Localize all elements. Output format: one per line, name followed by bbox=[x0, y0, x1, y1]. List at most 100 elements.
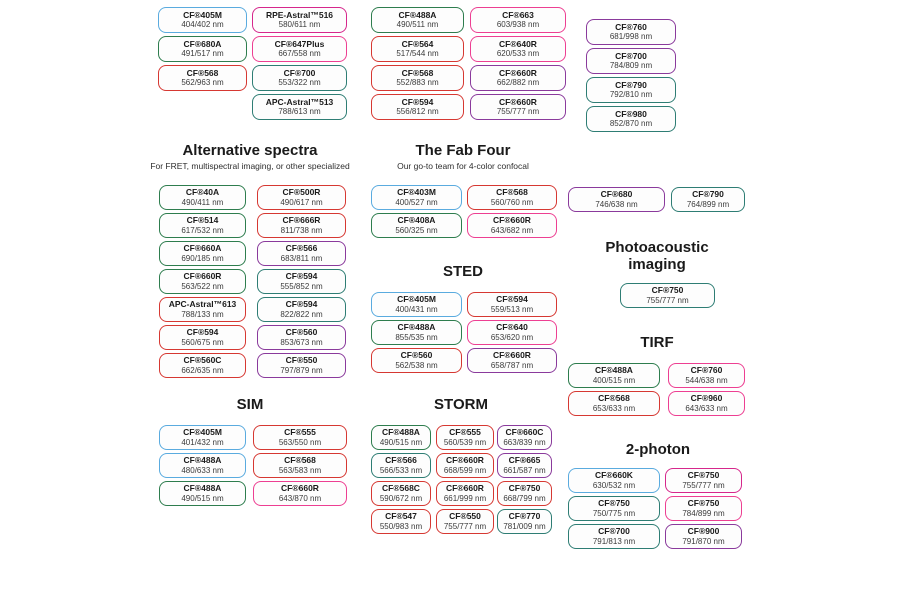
dye-range: 667/558 nm bbox=[278, 49, 321, 59]
dye-name: CF®560 bbox=[400, 350, 433, 361]
dye-range: 400/431 nm bbox=[395, 304, 438, 314]
dye-name: CF®594 bbox=[496, 294, 528, 305]
dye-range: 668/599 nm bbox=[443, 465, 487, 475]
dye-name: CF®660R bbox=[183, 271, 222, 282]
dye-name: CF®700 bbox=[598, 526, 630, 537]
dye-range: 580/611 nm bbox=[278, 20, 321, 30]
dye-name: CF®555 bbox=[284, 427, 316, 438]
dye-name: CF®514 bbox=[186, 215, 219, 226]
dye-name: CF®750 bbox=[598, 498, 630, 509]
dye-range: 617/532 nm bbox=[181, 225, 224, 235]
dye-range: 855/535 nm bbox=[395, 332, 438, 342]
dye-range: 590/672 nm bbox=[379, 493, 423, 503]
dye-name: CF®666R bbox=[282, 215, 321, 226]
dye-name: CF®680A bbox=[183, 38, 222, 49]
dye-name: CF®594 bbox=[285, 271, 318, 282]
dye-range: 750/775 nm bbox=[592, 508, 636, 518]
dye-name: CF®488A bbox=[398, 9, 437, 20]
dye-name: CF®555 bbox=[449, 427, 481, 438]
dye-name: CF®488A bbox=[183, 483, 222, 494]
dye-name: CF®750 bbox=[687, 470, 720, 481]
dye-range: 490/515 nm bbox=[379, 437, 423, 447]
dye-range: 643/870 nm bbox=[278, 493, 322, 503]
dye-range: 552/883 nm bbox=[396, 78, 439, 88]
dye-name: CF®488A bbox=[397, 322, 436, 333]
dye-range: 643/633 nm bbox=[685, 403, 728, 413]
dye-range: 563/583 nm bbox=[278, 465, 322, 475]
dye-name: CF®660R bbox=[499, 96, 537, 107]
dye-name: CF®488A bbox=[183, 455, 222, 466]
dye-name: CF®568 bbox=[496, 187, 528, 198]
dye-name: CF®750 bbox=[508, 483, 541, 494]
dye-range: 653/620 nm bbox=[490, 332, 534, 342]
dye-range: 662/635 nm bbox=[181, 365, 224, 375]
dye-range: 853/673 nm bbox=[280, 337, 323, 347]
dye-name: CF®660K bbox=[595, 470, 633, 481]
dye-range: 791/870 nm bbox=[682, 536, 725, 546]
dye-range: 400/515 nm bbox=[592, 375, 636, 385]
dye-range: 764/899 nm bbox=[686, 199, 730, 209]
tirf-section-title: TIRF bbox=[640, 334, 674, 351]
dye-range: 566/533 nm bbox=[379, 465, 423, 475]
dye-name: CF®770 bbox=[508, 511, 541, 522]
dye-range: 544/638 nm bbox=[685, 375, 728, 385]
fab-four-section-title: The Fab Four bbox=[415, 142, 511, 159]
dye-range: 517/544 nm bbox=[396, 49, 439, 59]
dye-name: CF®405M bbox=[183, 427, 222, 438]
dye-range: 401/432 nm bbox=[181, 437, 224, 447]
dye-name: CF®660R bbox=[493, 350, 531, 361]
dye-range: 563/522 nm bbox=[181, 281, 224, 291]
dye-name: CF®568 bbox=[401, 67, 434, 78]
fab-four-section-subtitle: Our go-to team for 4-color confocal bbox=[397, 161, 529, 171]
alternative-spectra-section-title: Alternative spectra bbox=[182, 142, 318, 159]
storm-section-title: STORM bbox=[434, 396, 488, 413]
dye-range: 658/787 nm bbox=[490, 360, 534, 370]
dye-range: 560/325 nm bbox=[395, 225, 438, 235]
dye-name: CF®790 bbox=[615, 79, 647, 90]
dye-range: 553/322 nm bbox=[278, 78, 321, 88]
dye-range: 620/533 nm bbox=[496, 49, 540, 59]
dye-range: 668/799 nm bbox=[503, 493, 546, 503]
dye-range: 643/682 nm bbox=[490, 225, 534, 235]
dye-name: CF®700 bbox=[283, 67, 316, 78]
dye-range: 683/811 nm bbox=[280, 253, 323, 263]
dye-name: CF®500R bbox=[282, 187, 321, 198]
dye-range: 560/760 nm bbox=[490, 197, 534, 207]
dye-range: 784/899 nm bbox=[682, 508, 725, 518]
